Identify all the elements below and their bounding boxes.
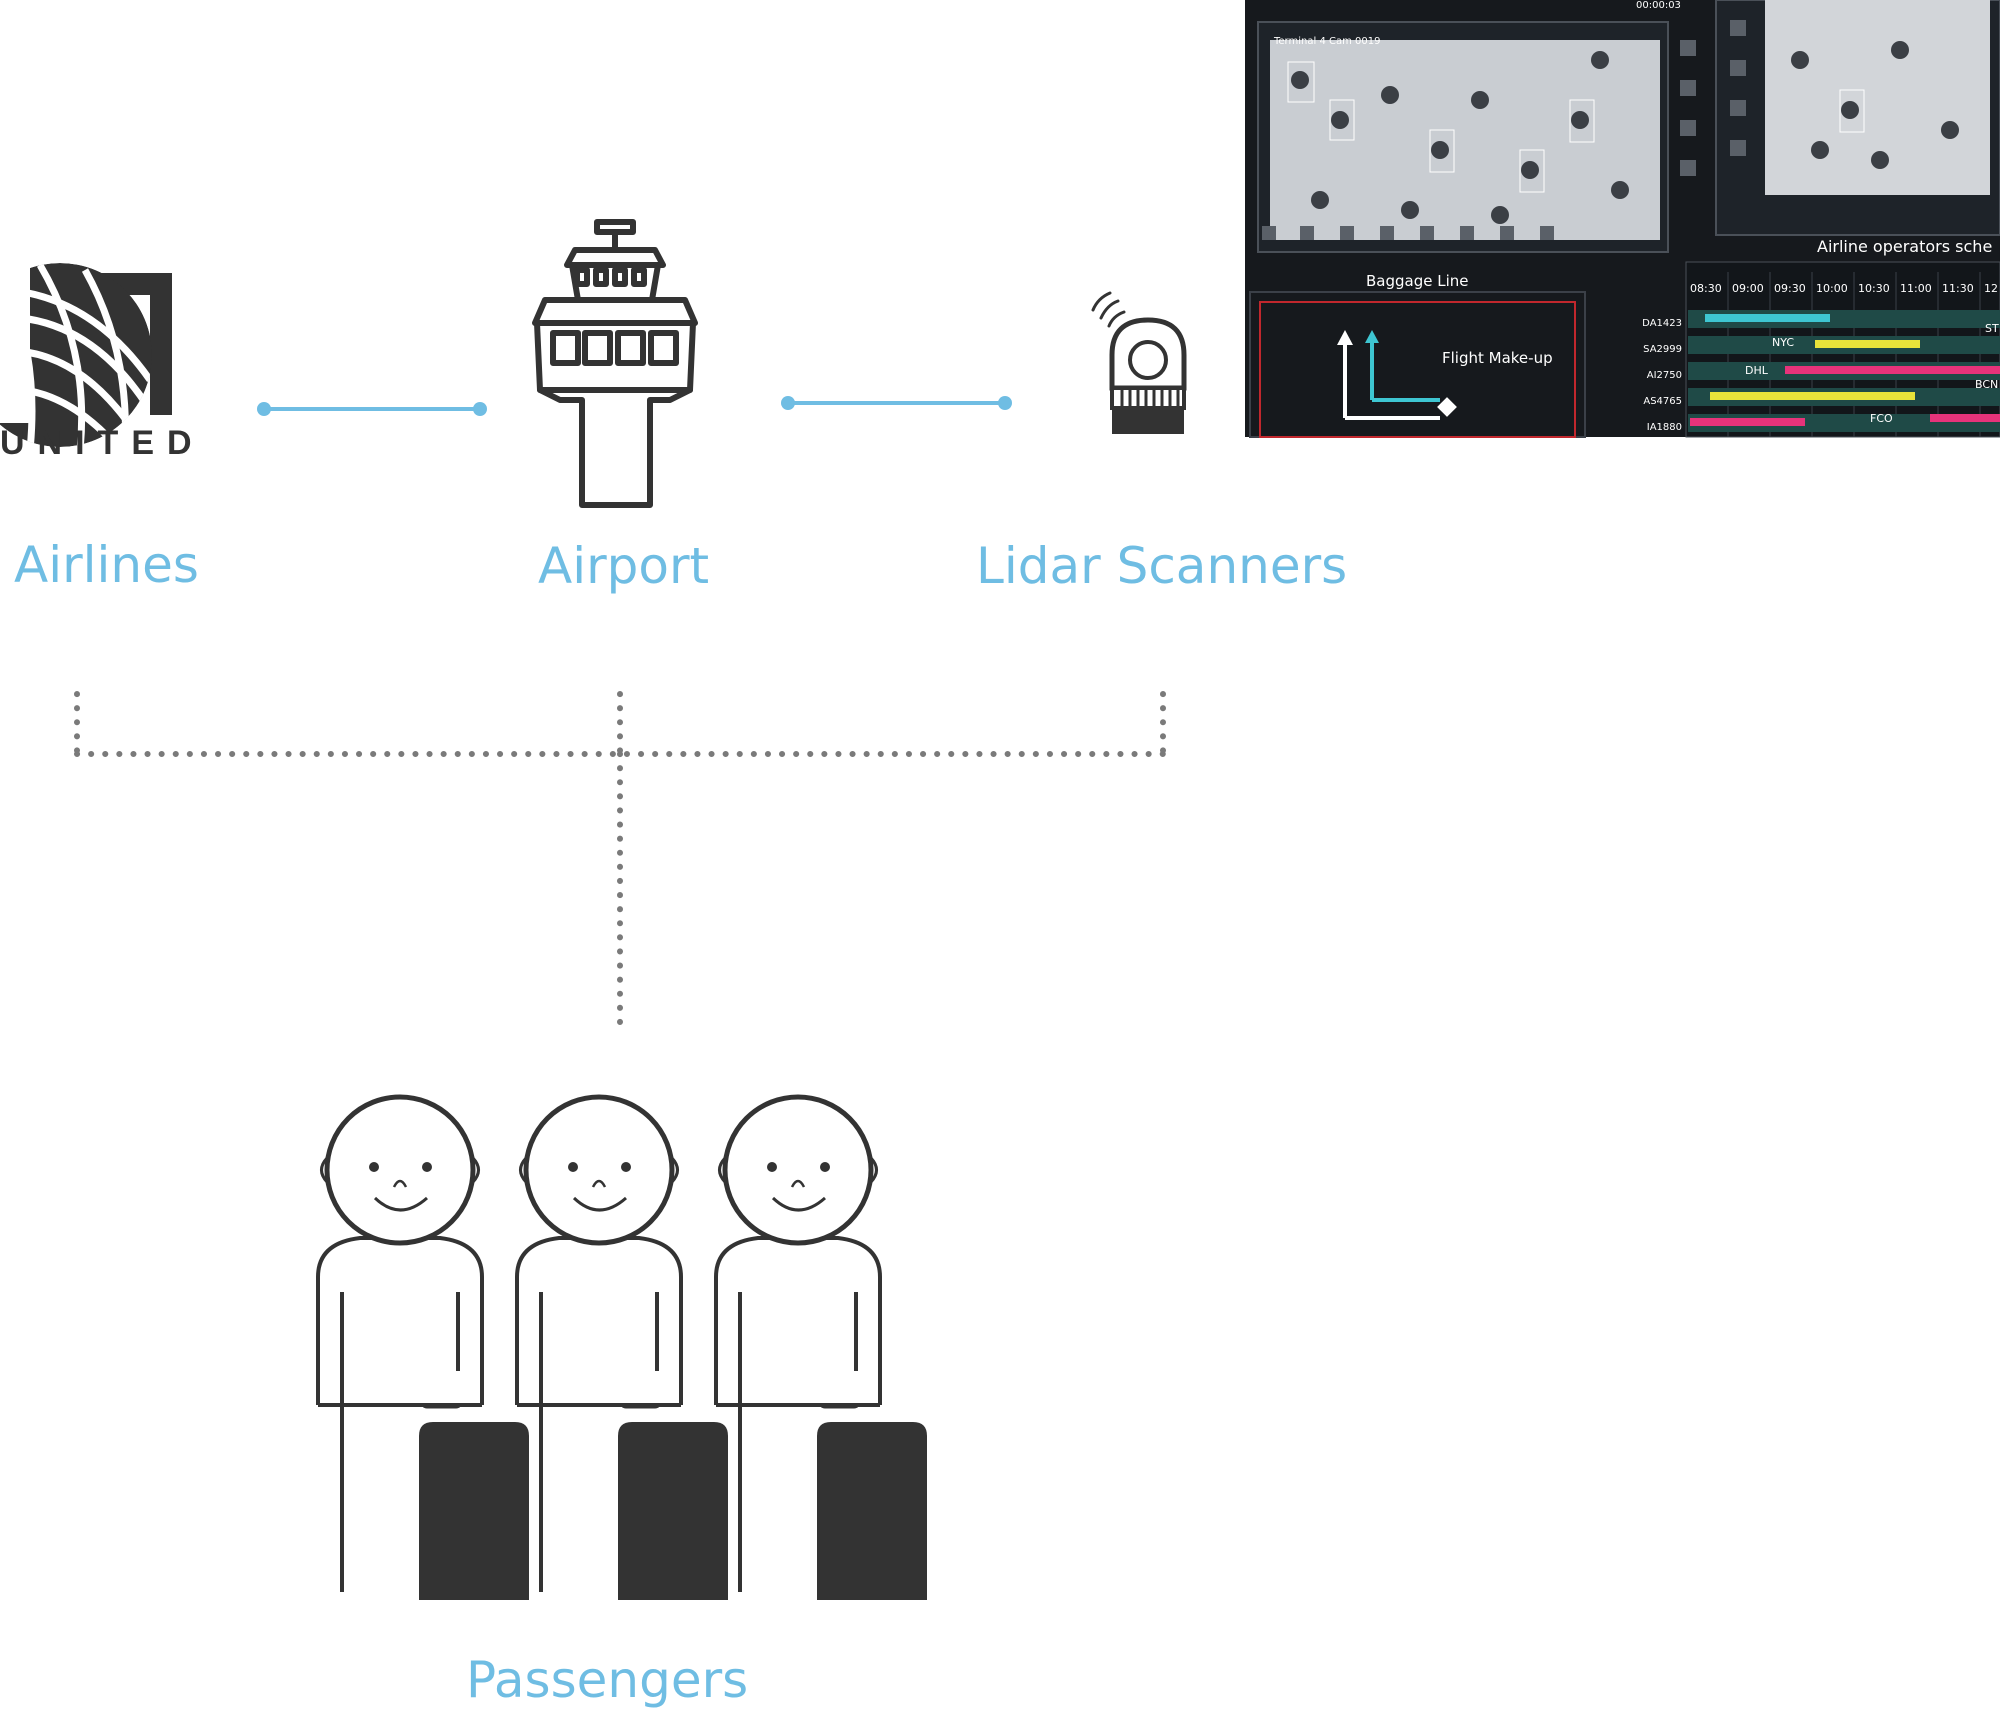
united-logo-text: UNITED bbox=[0, 424, 205, 462]
schedule-destinations: NYC DHL FCO ST BCN bbox=[1745, 322, 1999, 425]
svg-text:BCN: BCN bbox=[1975, 378, 1998, 391]
control-tower-icon bbox=[532, 219, 698, 508]
schedule-time: 09:30 bbox=[1774, 282, 1806, 295]
flight-makeup-label: Flight Make-up bbox=[1442, 349, 1553, 367]
schedule-time: 12 bbox=[1984, 282, 1998, 295]
schedule-time: 11:30 bbox=[1942, 282, 1974, 295]
schedule-time: 11:00 bbox=[1900, 282, 1932, 295]
svg-text:ST: ST bbox=[1985, 322, 1999, 335]
schedule-flight-code: SA2999 bbox=[1643, 344, 1682, 355]
schedule-time: 08:30 bbox=[1690, 282, 1722, 295]
connector-airport-lidar bbox=[781, 396, 1012, 410]
schedule-flight-code: AS4765 bbox=[1643, 396, 1682, 407]
camera-label: Terminal 4 Cam 0019 bbox=[1273, 36, 1380, 47]
dotted-connector bbox=[74, 691, 1166, 1031]
schedule-flight-code: IA1880 bbox=[1647, 422, 1682, 433]
schedule-title: Airline operators sche bbox=[1817, 237, 1992, 256]
operations-screen: Terminal 4 Cam 0019 00:00:03 Baggage Lin… bbox=[1245, 0, 2000, 438]
lidar-scanner-icon bbox=[1091, 291, 1187, 434]
label-airport: Airport bbox=[538, 537, 710, 595]
svg-text:FCO: FCO bbox=[1870, 412, 1893, 425]
schedule-flight-code: DA1423 bbox=[1642, 318, 1682, 329]
label-airlines: Airlines bbox=[14, 536, 199, 594]
schedule-flight-code: AI2750 bbox=[1647, 370, 1682, 381]
schedule-time: 10:30 bbox=[1858, 282, 1890, 295]
schedule-time: 10:00 bbox=[1816, 282, 1848, 295]
camera-timecode: 00:00:03 bbox=[1636, 0, 1681, 11]
passengers-icon bbox=[316, 1097, 927, 1600]
schedule-time: 09:00 bbox=[1732, 282, 1764, 295]
svg-text:DHL: DHL bbox=[1745, 364, 1769, 377]
schedule-bars bbox=[1690, 314, 2000, 426]
connector-airlines-airport bbox=[257, 402, 487, 416]
baggage-title: Baggage Line bbox=[1366, 272, 1469, 290]
united-globe-icon bbox=[0, 263, 172, 447]
label-lidar-scanners: Lidar Scanners bbox=[976, 537, 1348, 595]
schedule-times: 08:30 09:00 09:30 10:00 10:30 11:00 11:30 12 bbox=[1690, 272, 1998, 437]
svg-text:NYC: NYC bbox=[1772, 336, 1794, 349]
label-passengers: Passengers bbox=[466, 1651, 749, 1709]
